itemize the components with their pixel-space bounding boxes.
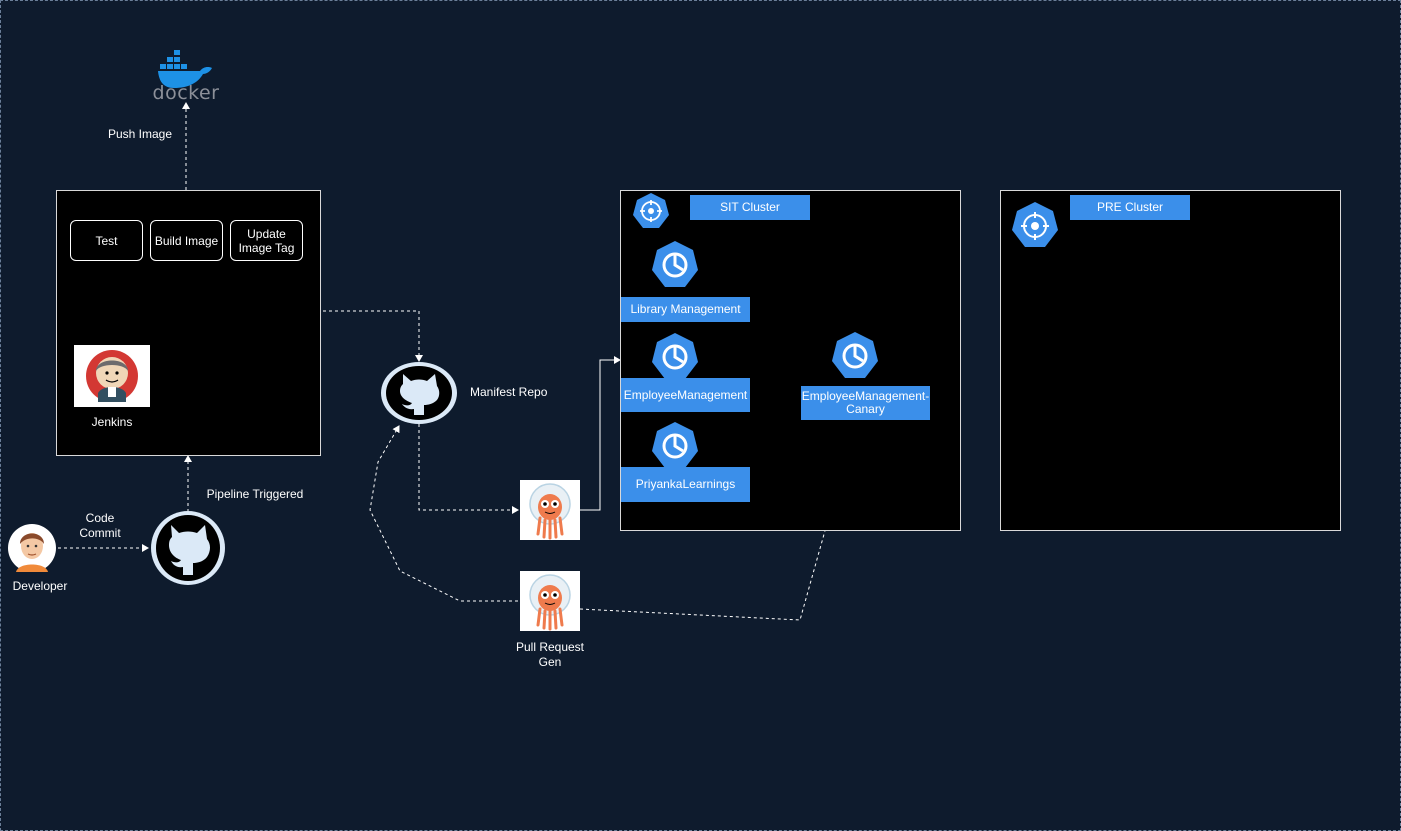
argo-icon xyxy=(529,483,571,540)
argocd-sync[interactable] xyxy=(520,480,580,540)
pipeline-triggered-label: Pipeline Triggered xyxy=(206,487,304,501)
argocd-pull-request-gen[interactable] xyxy=(520,571,580,631)
github-manifest-repo[interactable] xyxy=(381,362,457,424)
docker-icon xyxy=(158,50,212,88)
kubernetes-icon xyxy=(832,332,878,378)
jenkins-logo xyxy=(74,345,150,407)
pull-request-gen-label: Pull Request Gen xyxy=(515,640,585,669)
library-management-app-icon xyxy=(651,240,699,290)
repo-to-argo-arrow xyxy=(418,424,519,514)
kubernetes-icon xyxy=(652,333,698,379)
kubernetes-icon xyxy=(652,241,698,287)
employee-management-canary-icon xyxy=(831,331,879,381)
github-icon xyxy=(151,511,225,585)
github-pipeline[interactable] xyxy=(151,511,225,585)
test-step[interactable]: Test xyxy=(70,220,143,261)
jenkins-icon xyxy=(86,350,138,402)
prgen-to-repo-arrow xyxy=(369,425,518,602)
pre-cluster-title: PRE Cluster xyxy=(1070,195,1190,220)
developer-avatar-icon xyxy=(8,524,56,572)
prgen-to-canary-arrow xyxy=(579,419,868,621)
docker-wordmark: docker xyxy=(152,82,220,104)
github-icon xyxy=(381,362,457,424)
jenkins-label: Jenkins xyxy=(91,415,133,429)
employee-management-app[interactable]: EmployeeManagement xyxy=(621,378,750,412)
developer-label: Developer xyxy=(12,579,68,593)
sit-cluster-k8s xyxy=(632,192,670,230)
push-image-label: Push Image xyxy=(107,127,173,141)
argo-icon xyxy=(529,574,571,631)
build-image-step[interactable]: Build Image xyxy=(150,220,223,261)
argo-to-sit-arrow xyxy=(580,356,621,511)
update-image-tag-step[interactable]: Update Image Tag xyxy=(230,220,303,261)
sit-cluster-title: SIT Cluster xyxy=(690,195,810,220)
manifest-repo-label: Manifest Repo xyxy=(470,385,548,399)
library-management-app[interactable]: Library Management xyxy=(621,297,750,322)
kubernetes-icon xyxy=(633,193,669,228)
pre-cluster-panel xyxy=(1000,190,1341,531)
priyanka-learnings-app-icon xyxy=(651,421,699,471)
docker-logo: docker xyxy=(150,46,222,104)
code-commit-label: Code Commit xyxy=(79,511,121,540)
employee-management-app-icon xyxy=(651,332,699,382)
employee-management-canary-app[interactable]: EmployeeManagement- Canary xyxy=(801,386,930,420)
kubernetes-icon xyxy=(1012,202,1058,247)
pre-cluster-k8s xyxy=(1011,201,1059,249)
priyanka-learnings-app[interactable]: PriyankaLearnings xyxy=(621,467,750,502)
kubernetes-icon xyxy=(652,422,698,468)
developer-avatar xyxy=(8,524,56,572)
